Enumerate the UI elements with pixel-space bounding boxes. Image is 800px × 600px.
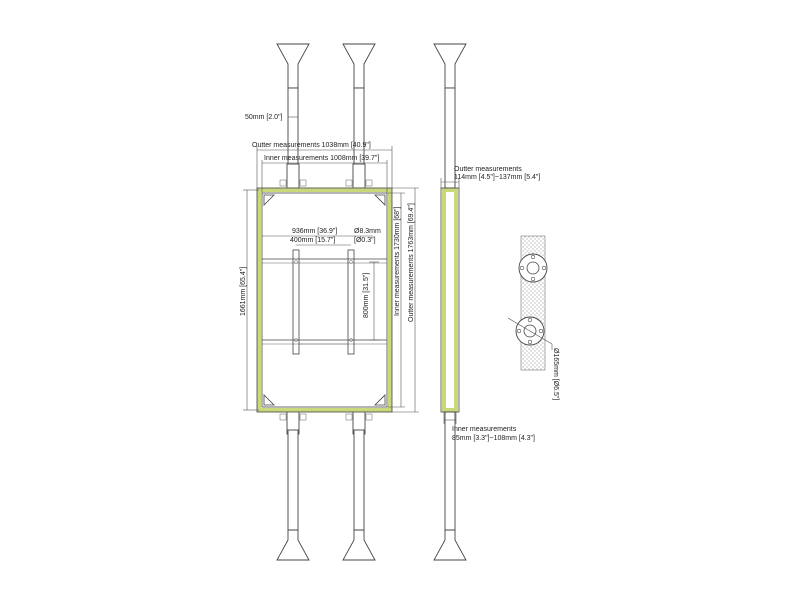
inner-width-label: Inner measurements 1008mm [39.7"] bbox=[264, 155, 379, 162]
front-left-pole bbox=[276, 43, 310, 561]
front-dimension-lines bbox=[243, 111, 419, 413]
side-view bbox=[433, 43, 467, 561]
outer-height-label: Outter measurements 1763mm [69.4"] bbox=[408, 203, 415, 322]
side-outer-label: Outter measurements bbox=[454, 166, 522, 173]
pole-gap-label: 50mm [2.0"] bbox=[245, 114, 283, 121]
side-inner-value: 85mm [3.3"]~108mm [4.3"] bbox=[452, 435, 535, 442]
flange-detail bbox=[507, 235, 553, 371]
inner-height-label: Inner measurements 1730mm [68"] bbox=[394, 206, 401, 316]
total-height-label: 1661mm [65.4"] bbox=[240, 267, 247, 316]
front-frame bbox=[256, 179, 393, 421]
hole-diameter-imperial-label: [Ø0.3"] bbox=[354, 237, 376, 244]
flange-diameter-label: Ø165mm [Ø6.5"] bbox=[552, 348, 559, 400]
vesa-outer-label: 936mm [36.9"] bbox=[292, 228, 337, 235]
hole-diameter-label: Ø8.3mm bbox=[354, 228, 381, 235]
front-right-pole bbox=[342, 43, 376, 561]
vesa-height-label: 800mm [31.5"] bbox=[363, 273, 370, 318]
side-outer-value: 114mm [4.5"]~137mm [5.4"] bbox=[454, 174, 540, 181]
side-inner-label: Inner measurements bbox=[452, 426, 517, 433]
outer-width-label: Outter measurements 1038mm [40.9"] bbox=[252, 142, 371, 149]
vesa-inner-label: 400mm [15.7"] bbox=[290, 237, 335, 244]
